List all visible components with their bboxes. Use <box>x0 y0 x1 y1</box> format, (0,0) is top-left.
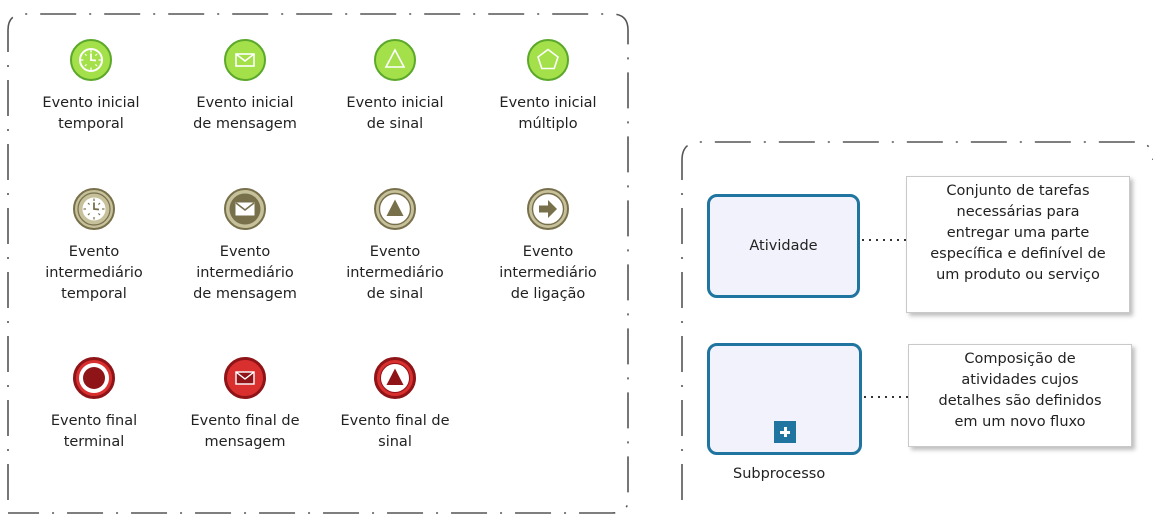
event-label: Evento inicial de mensagem <box>193 95 297 132</box>
end-signal-event-icon <box>374 357 416 399</box>
event-label: Evento inicial de sinal <box>346 95 444 132</box>
intermediate-signal-event-icon <box>374 188 416 230</box>
start-message-event-icon <box>224 39 266 81</box>
start-timer-event-icon <box>70 39 112 81</box>
subprocesso-label: Subprocesso <box>733 466 826 482</box>
start-message-event[interactable]: Evento inicial de mensagem <box>175 38 315 135</box>
atividade-task[interactable]: Atividade <box>707 194 860 298</box>
event-label: Evento final de mensagem <box>190 413 300 450</box>
end-message-event-icon <box>224 357 266 399</box>
event-label: Evento final terminal <box>50 413 138 450</box>
intermediate-link-event-icon <box>527 188 569 230</box>
end-signal-event[interactable]: Evento final de sinal <box>325 356 465 453</box>
intermediate-message-event-icon <box>224 188 266 230</box>
event-label: Evento inicial múltiplo <box>499 95 597 132</box>
expand-subprocess-icon[interactable] <box>774 421 796 443</box>
event-label: Evento intermediário temporal <box>45 244 143 302</box>
subprocesso-task[interactable] <box>707 343 862 455</box>
event-label: Evento final de sinal <box>340 413 450 450</box>
activities-group-frame <box>681 141 1153 500</box>
start-timer-event[interactable]: Evento inicial temporal <box>21 38 161 135</box>
atividade-annotation: Conjunto de tarefas necessárias para ent… <box>906 176 1130 313</box>
intermediate-message-event[interactable]: Evento intermediário de mensagem <box>175 187 315 305</box>
intermediate-timer-event[interactable]: Evento intermediário temporal <box>24 187 164 305</box>
intermediate-signal-event[interactable]: Evento intermediário de sinal <box>325 187 465 305</box>
intermediate-link-event[interactable]: Evento intermediário de ligação <box>478 187 618 305</box>
start-signal-event-icon <box>374 39 416 81</box>
subprocesso-annotation: Composição de atividades cujos detalhes … <box>908 344 1132 447</box>
task-label: Atividade <box>749 238 818 254</box>
start-multiple-event[interactable]: Evento inicial múltiplo <box>478 38 618 135</box>
end-terminate-event[interactable]: Evento final terminal <box>24 356 164 453</box>
intermediate-timer-event-icon <box>73 188 115 230</box>
events-group-frame <box>7 13 629 514</box>
event-label: Evento intermediário de ligação <box>499 244 597 302</box>
start-multiple-event-icon <box>527 39 569 81</box>
event-label: Evento intermediário de sinal <box>346 244 444 302</box>
end-terminate-event-icon <box>73 357 115 399</box>
event-label: Evento inicial temporal <box>42 95 140 132</box>
event-label: Evento intermediário de mensagem <box>193 244 297 302</box>
start-signal-event[interactable]: Evento inicial de sinal <box>325 38 465 135</box>
subprocesso-association <box>864 396 908 398</box>
atividade-association <box>862 239 906 241</box>
end-message-event[interactable]: Evento final de mensagem <box>175 356 315 453</box>
